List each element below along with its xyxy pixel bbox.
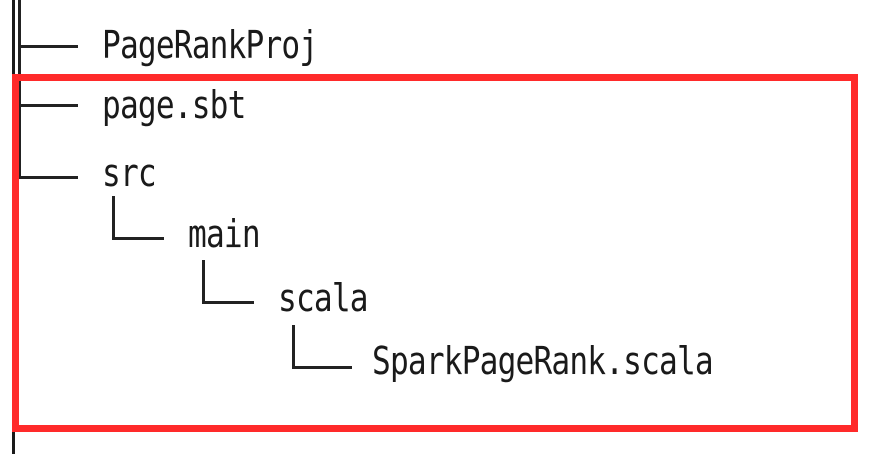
- tree-branch-line: [18, 176, 78, 179]
- tree-branch-line: [202, 301, 254, 304]
- tree-trunk-line: [18, 0, 21, 178]
- tree-branch-line: [112, 237, 164, 240]
- tree-item-label: scala: [278, 276, 369, 320]
- tree-elbow-vertical: [112, 196, 115, 240]
- tree-item-label: SparkPageRank.scala: [372, 339, 714, 383]
- tree-item-label: main: [188, 212, 261, 256]
- tree-elbow-vertical: [202, 260, 205, 304]
- tree-item-label: PageRankProj: [102, 23, 318, 67]
- tree-item-label: src: [102, 151, 157, 195]
- highlight-box: [12, 74, 858, 432]
- tree-branch-line: [292, 366, 352, 369]
- tree-branch-line: [18, 104, 78, 107]
- tree-elbow-vertical: [292, 325, 295, 369]
- tree-item-label: page.sbt: [102, 83, 246, 127]
- tree-branch-line: [18, 45, 78, 48]
